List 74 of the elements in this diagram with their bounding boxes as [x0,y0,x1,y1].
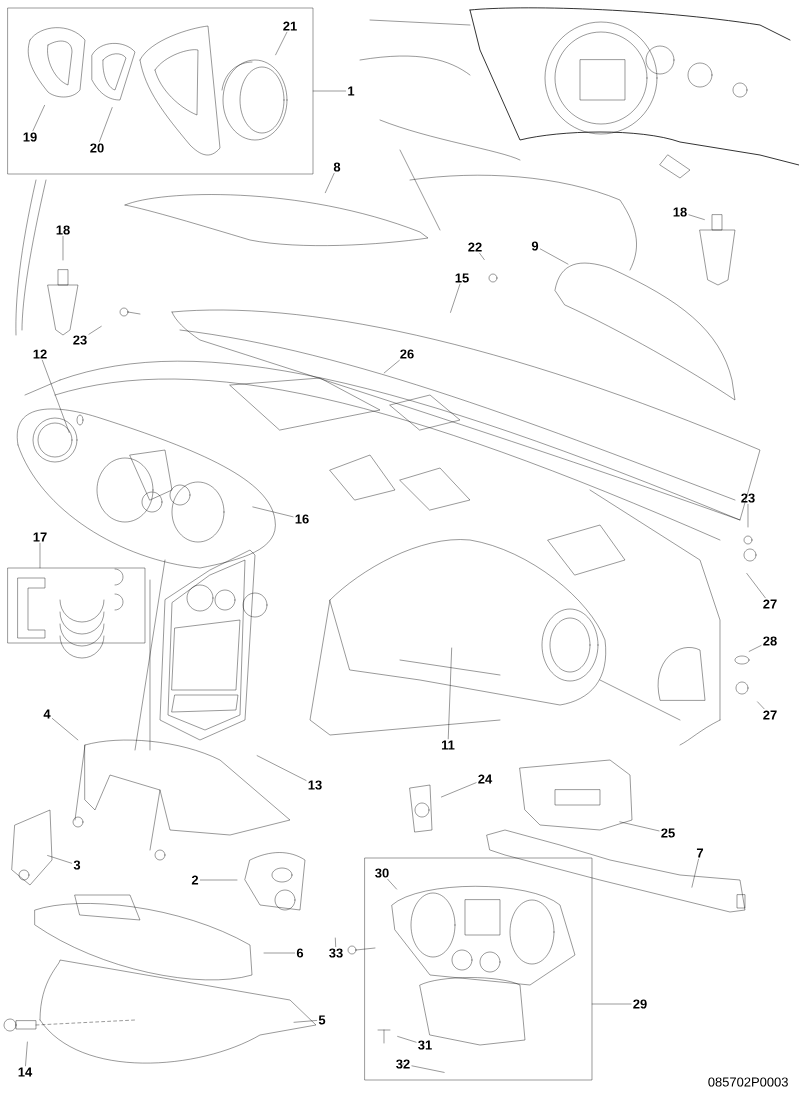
callout-number: 31 [418,1040,432,1050]
leader-line [397,1036,417,1043]
callout-number: 18 [56,225,70,235]
callout-number: 26 [400,349,414,359]
leader-line [746,573,766,598]
leader-line [441,782,477,798]
leader-line [411,1065,445,1073]
callout-number: 1 [348,86,355,96]
callout-number: 5 [318,1015,326,1025]
callout-number: 8 [333,162,341,172]
drawing-number: 085702P0003 [708,1077,788,1087]
callout-number: 14 [18,1067,33,1077]
leader-line [293,1020,317,1023]
leader-line [25,1041,28,1067]
callout-number: 16 [295,514,309,524]
callout-number: 21 [283,21,297,31]
callout-number: 13 [308,780,322,790]
callout-number: 23 [73,335,87,345]
callout-number: 4 [43,709,51,719]
leader-line [448,647,452,740]
leader-line [252,506,294,518]
leader-line [592,1003,632,1005]
leader-line [619,821,660,832]
leader-line [757,701,765,709]
leader-line [313,90,346,92]
leader-line [88,326,102,335]
leader-line [200,879,238,881]
callout-number: 27 [763,710,777,720]
callout-number: 6 [296,948,304,958]
leader-line [99,107,113,142]
callout-number: 3 [73,860,81,870]
leader-line [335,937,336,947]
callout-number: 25 [661,828,675,838]
callout-number: 20 [90,143,104,153]
leader-line [32,105,45,131]
leader-line [47,855,72,864]
leader-line [540,248,569,265]
leader-line [275,32,288,55]
leader-line [691,858,699,888]
frame-box [7,567,146,644]
callout-number: 17 [33,532,47,542]
callout-number: 2 [191,875,199,885]
callout-number: 30 [375,868,389,878]
leader-line [42,360,70,433]
frame-box [364,857,593,1081]
callout-number: 19 [23,132,37,142]
callout-number: 22 [468,242,482,252]
callout-number: 32 [396,1059,410,1069]
leader-line [749,645,762,652]
leader-line [52,718,79,741]
leader-line [747,504,749,528]
callout-number: 11 [441,740,455,750]
callout-number: 7 [696,848,704,858]
callout-number: 27 [763,599,777,609]
leader-line [384,360,400,374]
callout-number: 33 [329,948,343,958]
callout-number: 28 [763,636,777,646]
frame-box [7,7,314,175]
leader-line [325,173,335,193]
leader-line [263,952,295,954]
leader-line [688,214,705,220]
leader-line [450,284,461,313]
callout-number: 18 [673,207,687,217]
leader-line [479,253,485,260]
callout-number: 12 [33,349,47,359]
callout-number: 23 [741,493,755,503]
leader-line [62,236,64,261]
callout-number: 9 [531,241,539,251]
callout-number: 15 [455,273,469,283]
leader-line [39,542,41,568]
leader-line [387,879,397,890]
leader-line [256,755,307,781]
callout-number: 29 [633,999,647,1009]
callout-number: 24 [478,774,493,784]
